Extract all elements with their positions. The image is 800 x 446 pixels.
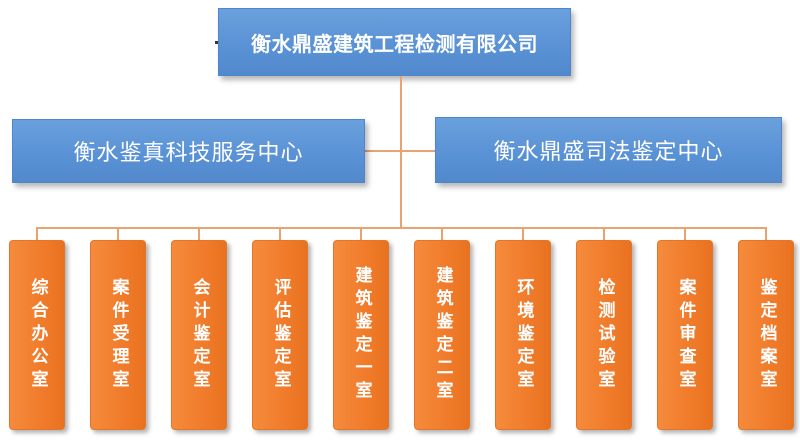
decorative-dot [215, 41, 218, 44]
connector-right-branch [401, 150, 435, 152]
dept-box-8: 检测试验室 [576, 240, 632, 430]
dept-label-5: 建筑鉴定一室 [351, 266, 372, 404]
dept-label-2: 案件受理室 [108, 277, 129, 393]
connector-drop-8 [603, 227, 605, 240]
center-label-jianzhen: 衡水鉴真科技服务中心 [73, 141, 304, 166]
dept-box-7: 环境鉴定室 [495, 240, 551, 430]
dept-box-5: 建筑鉴定一室 [333, 240, 389, 430]
connector-drop-3 [198, 227, 200, 240]
center-box-judicial: 衡水鼎盛司法鉴定中心 [435, 117, 782, 183]
dept-label-6: 建筑鉴定二室 [432, 266, 453, 404]
connector-drop-5 [360, 227, 362, 240]
connector-trunk [400, 76, 402, 228]
company-root-box: 衡水鼎盛建筑工程检测有限公司 [218, 8, 571, 76]
connector-drop-9 [684, 227, 686, 240]
dept-label-9: 案件审查室 [675, 277, 696, 393]
dept-box-4: 评估鉴定室 [252, 240, 308, 430]
connector-left-branch [365, 150, 401, 152]
center-box-jianzhen: 衡水鉴真科技服务中心 [12, 119, 365, 183]
dept-label-7: 环境鉴定室 [513, 277, 534, 393]
connector-drop-2 [117, 227, 119, 240]
dept-label-8: 检测试验室 [594, 277, 615, 393]
dept-box-10: 鉴定档案室 [738, 240, 794, 430]
connector-drop-1 [36, 227, 38, 240]
dept-box-9: 案件审查室 [657, 240, 713, 430]
dept-label-10: 鉴定档案室 [756, 277, 777, 393]
dept-label-1: 综合办公室 [27, 277, 48, 393]
connector-drop-7 [522, 227, 524, 240]
connector-bus [36, 227, 767, 229]
dept-box-3: 会计鉴定室 [171, 240, 227, 430]
connector-drop-6 [441, 227, 443, 240]
dept-label-3: 会计鉴定室 [189, 277, 210, 393]
company-root-label: 衡水鼎盛建筑工程检测有限公司 [251, 31, 538, 56]
dept-box-1: 综合办公室 [9, 240, 65, 430]
dept-box-6: 建筑鉴定二室 [414, 240, 470, 430]
dept-label-4: 评估鉴定室 [270, 277, 291, 393]
connector-drop-4 [279, 227, 281, 240]
center-label-judicial: 衡水鼎盛司法鉴定中心 [493, 140, 724, 165]
dept-box-2: 案件受理室 [90, 240, 146, 430]
connector-drop-10 [765, 227, 767, 240]
